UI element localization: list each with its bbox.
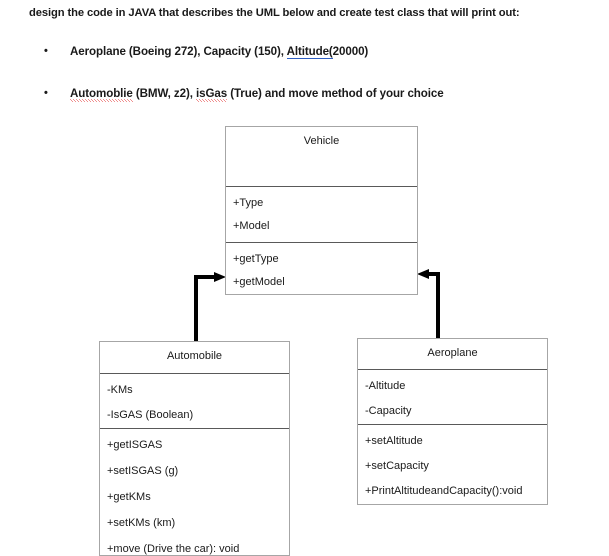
automobile-attributes-compartment: -KMs -IsGAS (Boolean)	[100, 373, 289, 428]
instruction-line: design the code in JAVA that describes t…	[29, 7, 520, 19]
automobile-method: +setISGAS (g)	[107, 465, 179, 477]
bullet-marker-icon: •	[44, 45, 48, 57]
aeroplane-method: +setAltitude	[365, 435, 423, 447]
bullet-item-automobile: • Automoblie (BMW, z2), isGas (True) and …	[44, 87, 444, 102]
uml-class-vehicle[interactable]: Vehicle +Type +Model +getType +getModel	[225, 126, 418, 295]
bullet-automobile-mid: (BMW, z2),	[132, 87, 196, 100]
aeroplane-method: +setCapacity	[365, 460, 429, 472]
automobile-attribute: -KMs	[107, 384, 133, 396]
aeroplane-attribute: -Capacity	[365, 405, 412, 417]
arrowhead-aeroplane-to-vehicle	[417, 269, 429, 279]
vehicle-class-name: Vehicle	[303, 135, 340, 147]
automobile-methods-compartment: +getISGAS +setISGAS (g) +getKMs +setKMs …	[100, 428, 289, 555]
vehicle-method: +getType	[233, 253, 279, 265]
bullet-aeroplane-pre: Aeroplane (Boeing 272), Capacity (150),	[70, 45, 287, 58]
uml-class-aeroplane[interactable]: Aeroplane -Altitude -Capacity +setAltitu…	[357, 338, 548, 505]
aeroplane-methods-compartment: +setAltitude +setCapacity +PrintAltitude…	[358, 424, 547, 497]
vehicle-title-compartment: Vehicle	[226, 127, 417, 186]
automobile-method: +move (Drive the car): void	[107, 543, 240, 555]
aeroplane-attributes-compartment: -Altitude -Capacity	[358, 369, 547, 424]
bullet-marker-icon: •	[44, 87, 48, 99]
automobile-method: +getKMs	[107, 491, 151, 503]
automobile-method: +getISGAS	[107, 439, 163, 451]
automobile-title-compartment: Automobile	[100, 342, 289, 373]
connector-automobile-to-vehicle	[194, 275, 215, 341]
uml-class-automobile[interactable]: Automobile -KMs -IsGAS (Boolean) +getISG…	[99, 341, 290, 556]
bullet-automobile-misspelled-word: Automoblie	[70, 87, 133, 102]
bullet-automobile-post: (True) and move method of your choice	[227, 87, 444, 100]
connector-aeroplane-to-vehicle	[428, 272, 440, 338]
vehicle-methods-compartment: +getType +getModel	[226, 242, 417, 294]
vehicle-attribute: +Model	[233, 220, 270, 232]
automobile-attribute: -IsGAS (Boolean)	[107, 409, 194, 421]
vehicle-attributes-compartment: +Type +Model	[226, 186, 417, 242]
vehicle-method: +getModel	[233, 276, 285, 288]
automobile-class-name: Automobile	[166, 350, 223, 362]
aeroplane-class-name: Aeroplane	[427, 347, 478, 359]
bullet-automobile-misspelled-word-2: isGas	[195, 87, 228, 102]
vehicle-attribute: +Type	[233, 197, 264, 209]
bullet-aeroplane-post: 20000)	[332, 45, 369, 58]
aeroplane-method: +PrintAltitudeandCapacity():void	[365, 485, 523, 497]
bullet-item-aeroplane: • Aeroplane (Boeing 272), Capacity (150),…	[44, 45, 369, 59]
aeroplane-title-compartment: Aeroplane	[358, 339, 547, 369]
bullet-aeroplane-underlined: Altitude(	[286, 45, 333, 59]
aeroplane-attribute: -Altitude	[365, 380, 406, 392]
automobile-method: +setKMs (km)	[107, 517, 176, 529]
